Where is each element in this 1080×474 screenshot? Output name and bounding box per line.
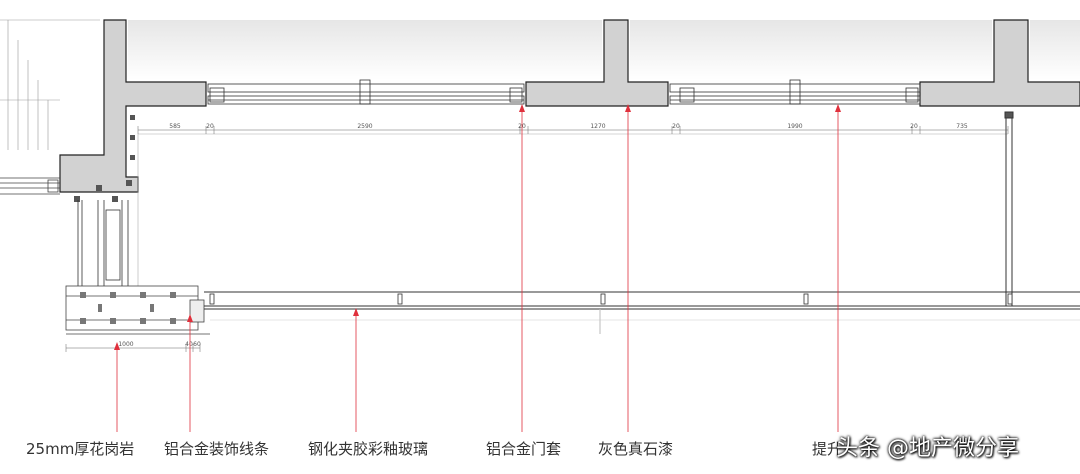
callout-aluminum-trim: 铝合金装饰线条 — [164, 440, 270, 458]
dim-top-4: 1270 — [590, 123, 605, 130]
dim-bottom-0: 1000 — [118, 341, 133, 348]
dim-top-1: 20 — [206, 123, 214, 130]
outer-building-lines — [0, 19, 100, 150]
dim-bottom-2: 60 — [193, 341, 201, 348]
dim-top-8: 735 — [956, 123, 968, 130]
middle-wall-profile-1 — [525, 19, 669, 107]
glass-facade — [204, 291, 1080, 334]
dim-top-6: 1990 — [787, 123, 802, 130]
bottom-dimension-texts: 1000 40 60 — [118, 341, 201, 348]
glass-mullions — [209, 293, 1013, 305]
dim-top-7: 20 — [910, 123, 918, 130]
bottom-dimension-line — [65, 344, 201, 352]
callout-stone-paint: 灰色真石漆 — [598, 440, 674, 458]
right-wall-segment — [1004, 111, 1014, 306]
callout-door-frame: 铝合金门套 — [486, 440, 562, 458]
granite-anchors — [80, 292, 176, 324]
watermark: 头条 @地产微分享 — [836, 436, 1019, 461]
dim-top-0: 585 — [169, 123, 181, 130]
left-window-strip — [0, 177, 60, 195]
dim-bottom-1: 40 — [185, 341, 193, 348]
leader-lines — [116, 106, 839, 432]
upper-room-shade-3 — [1030, 20, 1080, 80]
window-frames — [207, 79, 921, 105]
left-column — [77, 200, 129, 286]
room-outline — [137, 133, 1008, 286]
upper-room-shade-1 — [128, 20, 602, 80]
left-wall-profile — [59, 19, 207, 193]
structure-walls — [59, 19, 1080, 193]
callout-lift: 提升 — [812, 440, 843, 458]
callout-granite: 25mm厚花岗岩 — [26, 440, 135, 458]
upper-room-shade-2 — [630, 20, 992, 80]
middle-wall-profile-2 — [919, 19, 1080, 107]
granite-block — [65, 285, 210, 335]
anchor-marks — [74, 115, 135, 202]
top-dimension-line — [137, 126, 1009, 134]
dim-top-5: 20 — [672, 123, 680, 130]
top-dimension-texts: 585 20 2590 20 1270 20 1990 20 735 — [169, 123, 968, 130]
leader-arrows — [114, 104, 841, 350]
dim-top-2: 2590 — [357, 123, 372, 130]
callout-fritted-glass: 钢化夹胶彩釉玻璃 — [308, 440, 429, 458]
